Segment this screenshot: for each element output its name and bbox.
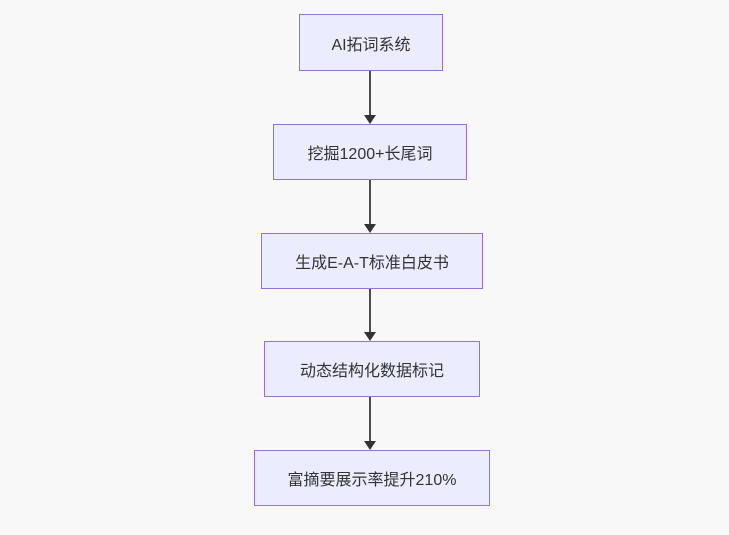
arrowhead-down-icon [364,441,376,450]
arrow-shaft [369,71,371,115]
node-rich-snippet-rate-increase: 富摘要展示率提升210% [254,450,490,506]
node-label: 动态结构化数据标记 [299,363,444,380]
node-label: AI拓词系统 [331,36,411,54]
node-label: 富摘要展示率提升210% [287,472,457,489]
node-generate-eat-whitepaper: 生成E-A-T标准白皮书 [261,233,483,289]
node-label: 生成E-A-T标准白皮书 [295,255,449,272]
arrow-shaft [369,180,371,224]
arrow-shaft [369,289,371,332]
node-mine-longtail-keywords: 挖掘1200+长尾词 [273,124,467,180]
node-ai-word-expansion-system: AI拓词系统 [299,14,443,71]
flow-arrow-2 [364,180,376,233]
node-dynamic-structured-data-markup: 动态结构化数据标记 [264,341,480,397]
arrowhead-down-icon [364,224,376,233]
flow-arrow-1 [364,71,376,124]
node-label: 挖掘1200+长尾词 [307,146,433,163]
arrow-shaft [369,397,371,441]
arrowhead-down-icon [364,332,376,341]
arrowhead-down-icon [364,115,376,124]
flow-arrow-3 [364,289,376,341]
flow-arrow-4 [364,397,376,450]
